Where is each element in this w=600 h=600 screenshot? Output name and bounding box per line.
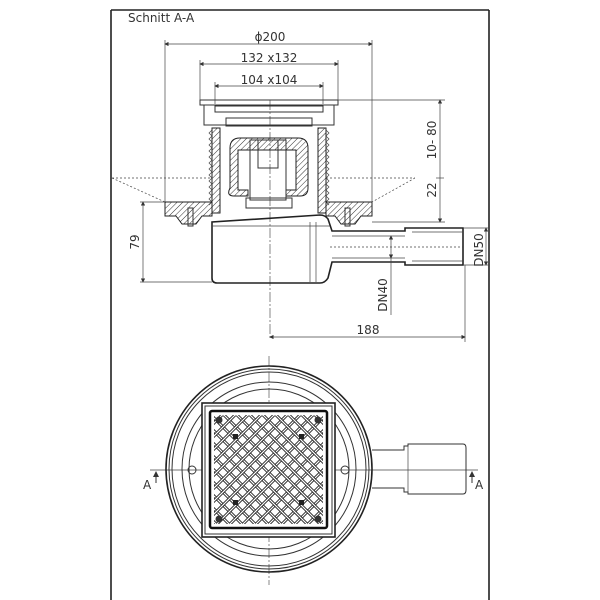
grate-bar: [328, 415, 437, 524]
grate-bar: [242, 443, 323, 524]
dim-outlet-outer: DN50: [472, 233, 486, 267]
dim-height-adjust: 10- 80: [425, 121, 439, 160]
dim-outlet-inner: DN40: [376, 278, 390, 312]
dim-frame-size: 132 x132: [241, 51, 298, 65]
grate-bar: [301, 415, 323, 437]
grate-bar: [100, 415, 209, 524]
grate-bar: [328, 415, 437, 524]
grate-bar: [214, 521, 217, 524]
grate-screws: [215, 416, 322, 523]
grate-bar: [288, 415, 323, 450]
dim-grate-size: 104 x104: [241, 73, 298, 87]
section-marker-right: A: [475, 478, 484, 492]
grate-bar: [100, 415, 209, 524]
section-title: Schnitt A-A: [128, 11, 195, 25]
grate-bar: [214, 415, 262, 463]
grate-bar: [275, 415, 323, 463]
grate-bar: [214, 519, 218, 524]
grate-bar: [320, 521, 323, 524]
grate-lattice: [100, 415, 443, 524]
grate-bar: [214, 415, 275, 476]
grate-bar: [319, 519, 323, 524]
section-view: ϕ200 132 x132 104 x104 10- 80 22 79 DN40…: [111, 30, 489, 342]
dim-flange-height: 22: [425, 182, 439, 197]
grate-bar: [334, 415, 443, 524]
grate-bar: [214, 415, 288, 489]
grate-bar: [214, 443, 295, 524]
drawing-frame: [110, 9, 490, 600]
dim-flange-diameter: ϕ200: [255, 30, 286, 44]
section-marker-left: A: [143, 478, 152, 492]
grate-bar: [214, 415, 236, 437]
plan-view: A A: [100, 356, 484, 585]
grate-bar: [334, 415, 443, 524]
dim-body-depth: 79: [128, 234, 142, 249]
grate-bar: [214, 415, 249, 450]
grate-bar: [262, 415, 323, 476]
dim-outlet-length: 188: [357, 323, 380, 337]
